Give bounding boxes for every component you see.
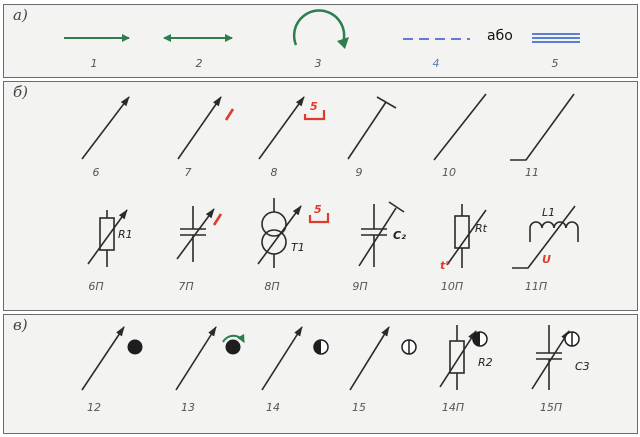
label-r2: R2 bbox=[478, 356, 493, 369]
adjustable-arrow-symbol bbox=[81, 96, 130, 160]
item-label-1: 1 bbox=[90, 57, 98, 70]
item-label-12: 12 bbox=[87, 401, 101, 414]
label-r1: R1 bbox=[118, 228, 133, 241]
item-label-15: 15 bbox=[352, 401, 366, 414]
adjustment-arrow-symbol-15 bbox=[349, 326, 390, 391]
label-c3: C3 bbox=[575, 360, 590, 373]
section-label-c: в) bbox=[13, 316, 28, 334]
adjustment-arrow-symbol-12 bbox=[81, 326, 125, 391]
item-label-6p: 6П bbox=[88, 280, 104, 293]
stepless-mark bbox=[224, 108, 235, 121]
nonlinear-self-adjustment-bent-symbol bbox=[510, 93, 575, 161]
label-t1: T1 bbox=[291, 241, 305, 254]
section-label-b: б) bbox=[13, 83, 29, 101]
knob-half-filled-icon-14p bbox=[472, 331, 488, 347]
variable-capacitor-symbol bbox=[176, 206, 215, 262]
knob-filled-icon bbox=[127, 339, 143, 355]
nonlinear-self-adjustment-line-symbol bbox=[433, 93, 487, 161]
trimmer-adjustment-symbol bbox=[347, 96, 397, 160]
step-mark-number: 5 bbox=[310, 100, 318, 113]
rotation-arrow-icon bbox=[222, 333, 245, 343]
knob-half-filled-icon bbox=[313, 339, 329, 355]
variable-resistor-symbol bbox=[87, 209, 128, 267]
item-label-8: 8 bbox=[270, 166, 278, 179]
item-label-5: 5 bbox=[551, 57, 559, 70]
capacitor-with-control-symbol bbox=[531, 325, 570, 390]
item-label-14p: 14П bbox=[441, 401, 465, 414]
panel-a-symbols bbox=[64, 9, 580, 49]
section-label-a: а) bbox=[13, 6, 28, 24]
or-text: або bbox=[487, 28, 513, 44]
item-label-2: 2 bbox=[195, 57, 203, 70]
step-mark-bracket-transformer bbox=[308, 213, 330, 224]
resistor-with-control-symbol bbox=[439, 325, 477, 390]
step-adjustable-arrow-symbol bbox=[258, 96, 305, 160]
knob-open-icon-15p bbox=[564, 331, 580, 347]
item-label-4: 4 bbox=[432, 57, 440, 70]
panel-b-symbols bbox=[81, 93, 579, 269]
item-label-9: 9 bbox=[355, 166, 363, 179]
variable-transformer-symbol bbox=[257, 198, 302, 268]
stepless-mark-capacitor bbox=[212, 213, 223, 226]
item-label-15p: 15П bbox=[539, 401, 563, 414]
item-label-7p: 7П bbox=[178, 280, 194, 293]
panel-c-symbols bbox=[81, 325, 580, 391]
panel-c: в) bbox=[3, 314, 638, 434]
rotation-arrow-symbol bbox=[292, 9, 346, 46]
thermistor-symbol bbox=[446, 204, 487, 268]
trimmer-capacitor-symbol bbox=[358, 201, 405, 267]
adjustment-arrow-symbol-14 bbox=[261, 326, 303, 391]
varistor-inductor-symbol bbox=[512, 205, 579, 269]
step-mark-number-transformer: 5 bbox=[314, 203, 322, 216]
item-label-3: 3 bbox=[314, 57, 322, 70]
item-label-9p: 9П bbox=[352, 280, 368, 293]
label-l1: L1 bbox=[542, 206, 556, 219]
step-mark-bracket bbox=[303, 110, 326, 121]
label-c2: C₂ bbox=[393, 229, 406, 242]
item-label-6: 6 bbox=[92, 166, 100, 179]
item-label-14: 14 bbox=[266, 401, 280, 414]
label-rt: Rt bbox=[475, 222, 487, 235]
stepless-adjustable-arrow-symbol bbox=[177, 96, 222, 160]
item-label-11p: 11П bbox=[524, 280, 548, 293]
knob-open-icon bbox=[401, 339, 417, 355]
panel-a: а) або 1 2 3 4 5 bbox=[3, 4, 638, 78]
adjustment-arrow-symbol-13 bbox=[175, 326, 217, 391]
knob-filled-rotating-icon bbox=[225, 339, 241, 355]
item-label-13: 13 bbox=[181, 401, 195, 414]
panel-b: б) bbox=[3, 81, 638, 311]
label-temperature: t° bbox=[440, 259, 451, 272]
item-label-7: 7 bbox=[184, 166, 192, 179]
item-label-10: 10 bbox=[442, 166, 456, 179]
double-line-symbol bbox=[532, 33, 580, 43]
label-u: U bbox=[542, 253, 551, 266]
item-label-8p: 8П bbox=[264, 280, 280, 293]
item-label-11: 11 bbox=[525, 166, 539, 179]
item-label-10p: 10П bbox=[440, 280, 464, 293]
